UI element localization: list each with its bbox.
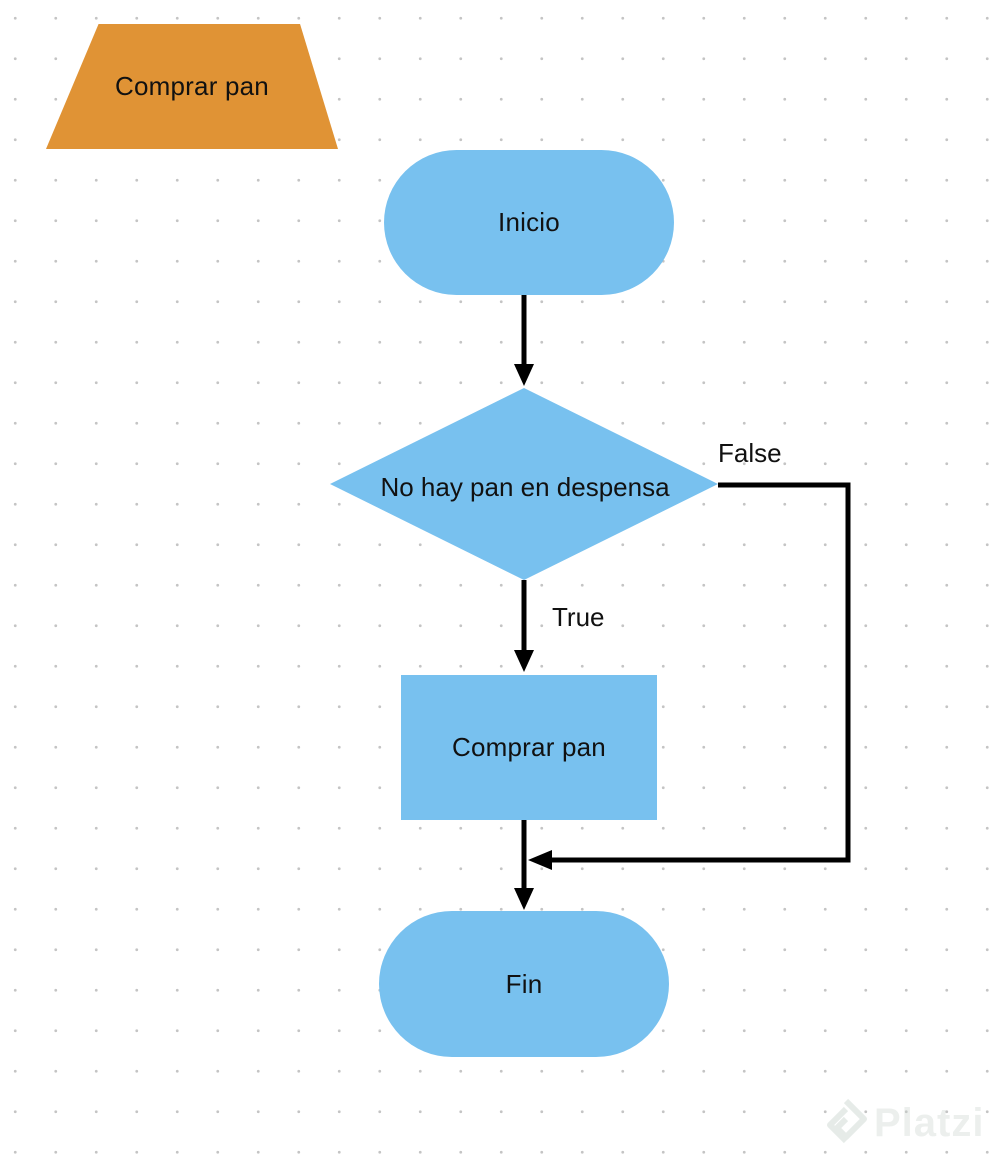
edge-label-true: True: [552, 602, 605, 632]
watermark-text: Platzi: [874, 1100, 985, 1145]
decision-node-label: No hay pan en despensa: [380, 471, 670, 502]
start-node-label: Inicio: [498, 207, 560, 237]
decision-diamond-node[interactable]: [330, 388, 718, 580]
legend-trapezoid-shape[interactable]: Comprar pan: [46, 24, 338, 149]
platzi-watermark: Platzi: [824, 1098, 984, 1148]
edge-label-false: False: [718, 438, 782, 468]
end-terminator-node[interactable]: Fin: [379, 911, 669, 1057]
platzi-logo-icon: [827, 1098, 867, 1144]
process-node-label: Comprar pan: [452, 732, 606, 762]
connector-decision-false: [528, 482, 851, 870]
connector-process-to-end: [514, 820, 534, 910]
arrowhead-down-icon: [514, 888, 534, 910]
arrowhead-left-icon: [528, 850, 552, 870]
process-rectangle-node[interactable]: Comprar pan: [401, 675, 657, 820]
legend-trapezoid-label: Comprar pan: [115, 71, 269, 101]
arrowhead-down-icon: [514, 650, 534, 672]
arrowhead-down-icon: [514, 364, 534, 386]
start-terminator-node[interactable]: Inicio: [384, 150, 674, 295]
connector-start-to-decision: [514, 295, 534, 386]
connector-decision-true: [514, 580, 534, 672]
end-node-label: Fin: [505, 968, 543, 999]
